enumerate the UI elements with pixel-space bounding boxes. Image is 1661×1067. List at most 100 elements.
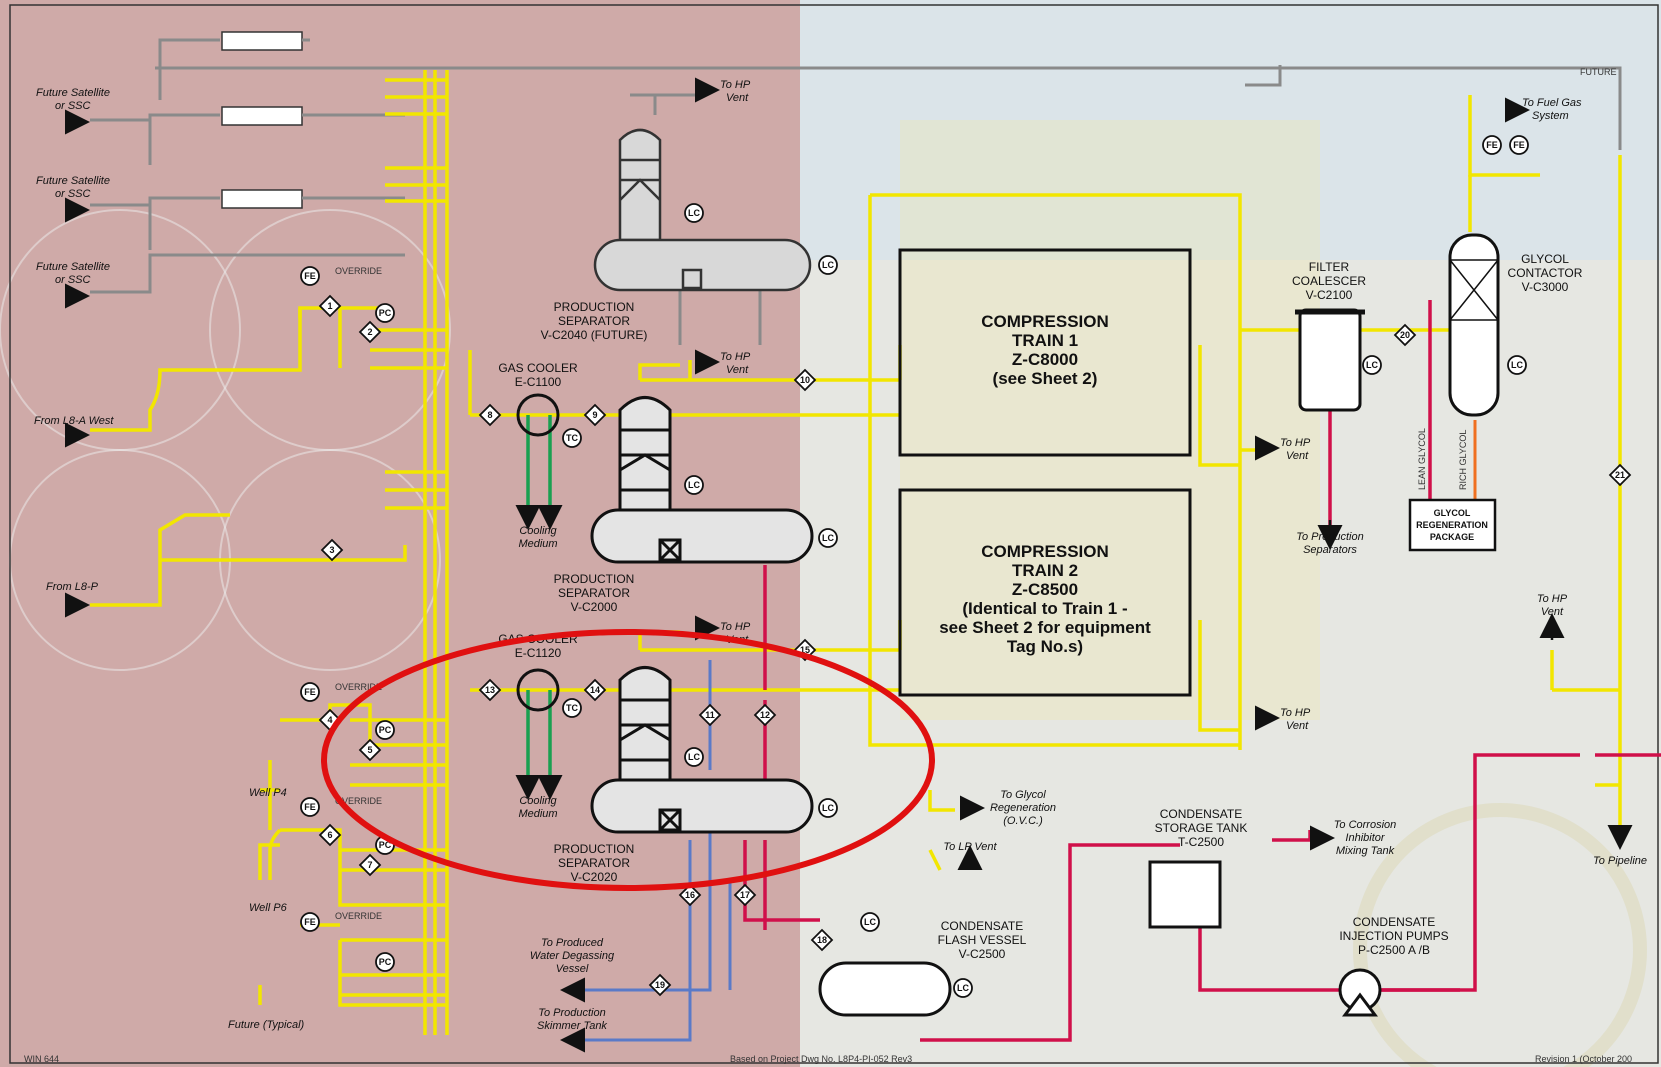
svg-text:7: 7 — [367, 860, 372, 870]
svg-text:Future Satellite: Future Satellite — [36, 87, 110, 99]
svg-text:LC: LC — [822, 260, 834, 270]
svg-text:COMPRESSION: COMPRESSION — [981, 542, 1109, 561]
svg-text:Medium: Medium — [518, 808, 557, 820]
svg-text:Separators: Separators — [1303, 544, 1357, 556]
svg-text:FE: FE — [304, 802, 316, 812]
svg-text:SEPARATOR: SEPARATOR — [558, 856, 630, 870]
svg-text:SEPARATOR: SEPARATOR — [558, 586, 630, 600]
svg-text:STORAGE TANK: STORAGE TANK — [1155, 821, 1248, 835]
right-labels: FUTURE To Fuel Gas System FILTER COALESC… — [938, 67, 1647, 961]
svg-text:TRAIN 2: TRAIN 2 — [1012, 561, 1078, 580]
svg-text:1: 1 — [327, 301, 332, 311]
svg-text:COMPRESSION: COMPRESSION — [981, 312, 1109, 331]
svg-text:LC: LC — [688, 208, 700, 218]
svg-text:20: 20 — [1400, 330, 1410, 340]
svg-text:V-C2000: V-C2000 — [571, 600, 618, 614]
red-piping — [743, 300, 1661, 1042]
instrument-bubbles — [300, 135, 1529, 998]
svg-text:OVERRIDE: OVERRIDE — [335, 796, 382, 806]
svg-text:GLYCOL: GLYCOL — [1521, 252, 1569, 266]
svg-text:To HP: To HP — [1280, 437, 1311, 449]
svg-text:or SSC: or SSC — [55, 274, 91, 286]
svg-text:To HP: To HP — [720, 621, 751, 633]
left-labels: Future Satellite or SSC Future Satellite… — [34, 87, 382, 1031]
svg-text:Inhibitor: Inhibitor — [1345, 832, 1385, 844]
svg-text:PRODUCTION: PRODUCTION — [554, 300, 635, 314]
svg-text:LC: LC — [1366, 360, 1378, 370]
svg-text:3: 3 — [329, 545, 334, 555]
svg-text:INJECTION PUMPS: INJECTION PUMPS — [1339, 929, 1448, 943]
svg-text:see Sheet 2 for equipment: see Sheet 2 for equipment — [939, 618, 1151, 637]
svg-text:16: 16 — [685, 890, 695, 900]
svg-text:(Identical to Train 1 -: (Identical to Train 1 - — [962, 599, 1127, 618]
svg-text:17: 17 — [740, 890, 750, 900]
svg-text:P-C2500 A /B: P-C2500 A /B — [1358, 943, 1430, 957]
svg-text:To Production: To Production — [1296, 531, 1363, 543]
svg-text:Based on Project Dwg No. L8P4-: Based on Project Dwg No. L8P4-PI-052 Rev… — [730, 1054, 912, 1064]
svg-text:LC: LC — [688, 752, 700, 762]
svg-text:14: 14 — [590, 685, 600, 695]
svg-text:REGENERATION: REGENERATION — [1416, 520, 1488, 530]
svg-text:6: 6 — [327, 830, 332, 840]
svg-text:LC: LC — [864, 917, 876, 927]
svg-text:Cooling: Cooling — [519, 795, 557, 807]
svg-text:2: 2 — [367, 327, 372, 337]
production-separator-c2020 — [590, 666, 814, 834]
svg-text:PRODUCTION: PRODUCTION — [554, 842, 635, 856]
condensate-pump — [1338, 968, 1382, 1017]
svg-text:Revision 1 (October 200: Revision 1 (October 200 — [1535, 1054, 1632, 1064]
svg-text:4: 4 — [327, 715, 332, 725]
svg-text:TC: TC — [566, 433, 578, 443]
svg-text:PC: PC — [379, 725, 392, 735]
svg-text:To Pipeline: To Pipeline — [1593, 855, 1647, 867]
svg-text:12: 12 — [760, 710, 770, 720]
svg-text:T-C2500: T-C2500 — [1178, 835, 1224, 849]
svg-text:LC: LC — [822, 533, 834, 543]
svg-text:PC: PC — [379, 957, 392, 967]
svg-text:OVERRIDE: OVERRIDE — [335, 266, 382, 276]
svg-text:To HP: To HP — [720, 351, 751, 363]
svg-text:Future Satellite: Future Satellite — [36, 261, 110, 273]
condensate-storage-tank — [1148, 860, 1222, 929]
svg-text:Vent: Vent — [1286, 450, 1309, 462]
svg-text:V-C3000: V-C3000 — [1522, 280, 1569, 294]
svg-text:GLYCOL: GLYCOL — [1434, 508, 1471, 518]
svg-text:Well P4: Well P4 — [249, 787, 287, 799]
svg-text:Cooling: Cooling — [519, 525, 557, 537]
svg-text:or SSC: or SSC — [55, 100, 91, 112]
svg-text:FE: FE — [1513, 140, 1525, 150]
svg-text:8: 8 — [487, 410, 492, 420]
svg-text:PRODUCTION: PRODUCTION — [554, 572, 635, 586]
svg-text:V-C2100: V-C2100 — [1306, 288, 1353, 302]
svg-text:Vent: Vent — [726, 364, 749, 376]
svg-text:COALESCER: COALESCER — [1292, 274, 1366, 288]
svg-text:Z-C8000: Z-C8000 — [1012, 350, 1078, 369]
svg-text:TRAIN 1: TRAIN 1 — [1012, 331, 1078, 350]
filter-coalescer-shape — [1295, 308, 1365, 412]
svg-text:Mixing Tank: Mixing Tank — [1336, 845, 1395, 857]
svg-text:CONDENSATE: CONDENSATE — [1353, 915, 1435, 929]
svg-text:V-C2020: V-C2020 — [571, 870, 618, 884]
flow-arrows — [65, 77, 1633, 1053]
stream-diamonds — [318, 294, 1632, 997]
svg-text:PC: PC — [379, 308, 392, 318]
svg-text:To Corrosion: To Corrosion — [1334, 819, 1397, 831]
svg-text:To Produced: To Produced — [541, 937, 604, 949]
svg-text:LEAN GLYCOL: LEAN GLYCOL — [1417, 428, 1427, 490]
svg-text:Regeneration: Regeneration — [990, 802, 1056, 814]
condensate-flash-vessel — [818, 961, 952, 1017]
production-separator-c2000 — [590, 396, 814, 564]
compression-train-1-box — [898, 248, 1192, 457]
svg-text:FE: FE — [304, 917, 316, 927]
svg-text:V-C2500: V-C2500 — [959, 947, 1006, 961]
svg-text:LC: LC — [822, 803, 834, 813]
svg-text:(O.V.C.): (O.V.C.) — [1003, 815, 1043, 827]
glycol-contactor-shape — [1448, 233, 1500, 417]
svg-text:15: 15 — [800, 645, 810, 655]
instrument-letters: FE PC FE PC FE PC FE PC LC LC TC TC LC L… — [304, 140, 1525, 993]
svg-text:LC: LC — [957, 983, 969, 993]
svg-text:RICH GLYCOL: RICH GLYCOL — [1458, 430, 1468, 490]
svg-text:13: 13 — [485, 685, 495, 695]
svg-text:19: 19 — [655, 980, 665, 990]
